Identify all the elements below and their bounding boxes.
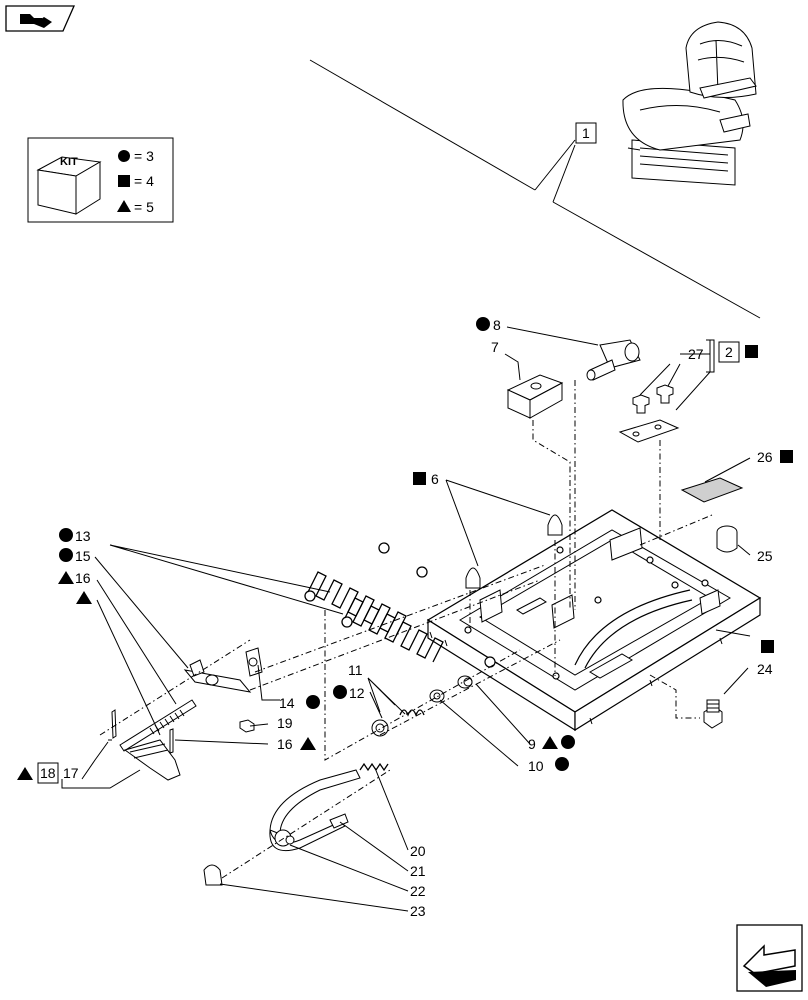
lever-bracket	[183, 647, 263, 693]
callout-12: 12	[349, 685, 365, 701]
callout-27: 27	[688, 346, 704, 362]
kit-legend: KIT = 3 = 4 = 5	[27, 137, 174, 223]
part-8-pivot	[586, 339, 641, 381]
callout-14: 14	[279, 695, 295, 711]
square-symbol-icon	[761, 640, 774, 653]
springs-13-15	[304, 542, 444, 663]
triangle-symbol-icon	[117, 200, 131, 212]
circle-symbol-icon	[59, 528, 73, 542]
part-19-nut	[239, 719, 255, 733]
callout-16a: 16	[75, 570, 91, 586]
part-6-pins	[465, 514, 563, 589]
callout-2: 2	[725, 344, 733, 360]
callout-8: 8	[493, 317, 501, 333]
part-24-bolt	[703, 699, 723, 729]
callout-25: 25	[757, 548, 773, 564]
callout-24: 24	[757, 661, 773, 677]
triangle-symbol-icon	[300, 737, 316, 750]
seat-assembly	[309, 21, 761, 319]
kit-label: KIT	[60, 156, 78, 168]
callout-21: 21	[410, 863, 426, 879]
square-symbol-icon	[118, 175, 130, 187]
callout-box-1	[575, 122, 597, 144]
square-symbol-icon	[745, 345, 758, 358]
callout-17: 17	[63, 765, 79, 781]
circle-symbol-icon	[476, 317, 490, 331]
legend-square-count: = 4	[134, 173, 154, 189]
square-symbol-icon	[413, 472, 426, 485]
callout-box-18	[37, 762, 59, 784]
part-27-bolts-plate	[618, 384, 680, 443]
callout-23: 23	[410, 903, 426, 919]
circle-symbol-icon	[118, 150, 130, 162]
callout-15: 15	[75, 548, 91, 564]
square-symbol-icon	[780, 450, 793, 463]
pedal-17-18	[111, 709, 181, 781]
kit-box-icon	[36, 156, 102, 215]
circle-symbol-icon	[306, 695, 320, 709]
legend-circle-count: = 3	[134, 148, 154, 164]
triangle-symbol-icon	[542, 736, 558, 749]
callout-18: 18	[40, 765, 56, 781]
back-arrow-icon[interactable]	[736, 924, 803, 992]
callout-6: 6	[431, 471, 439, 487]
callout-7: 7	[491, 339, 499, 355]
part-7-block	[506, 374, 564, 419]
callout-16b: 16	[277, 736, 293, 752]
part-16-pin	[169, 728, 174, 754]
callout-9: 9	[528, 736, 536, 752]
spring-20	[359, 762, 389, 772]
callout-22: 22	[410, 883, 426, 899]
triangle-symbol-icon	[76, 591, 92, 604]
circle-symbol-icon	[59, 548, 73, 562]
circle-symbol-icon	[555, 757, 569, 771]
part-25-stop	[716, 525, 738, 553]
callout-box-2	[718, 341, 740, 363]
callout-1: 1	[582, 125, 590, 141]
vehicle-nav-icon[interactable]	[5, 5, 75, 32]
callout-10: 10	[528, 758, 544, 774]
callout-26: 26	[757, 449, 773, 465]
circle-symbol-icon	[333, 685, 347, 699]
seat-frame-plate	[426, 509, 762, 732]
part-23-clip	[203, 864, 223, 886]
triangle-symbol-icon	[17, 767, 33, 780]
legend-triangle-count: = 5	[134, 199, 154, 215]
callout-11: 11	[348, 662, 363, 678]
circle-symbol-icon	[561, 735, 575, 749]
triangle-symbol-icon	[58, 571, 74, 584]
callout-20: 20	[410, 843, 426, 859]
part-26-pad	[680, 477, 744, 503]
callout-13: 13	[75, 528, 91, 544]
callout-19: 19	[277, 715, 293, 731]
